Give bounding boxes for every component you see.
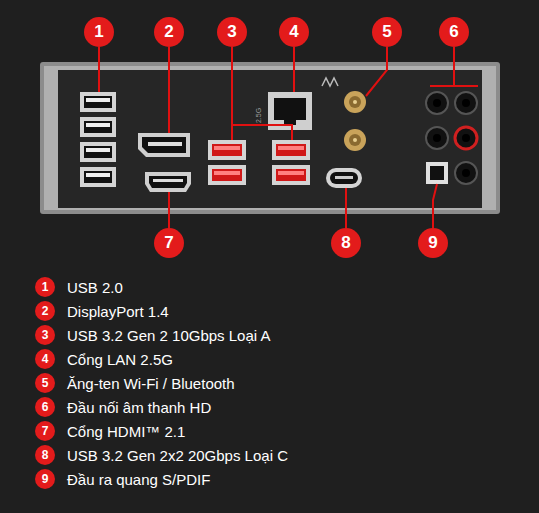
- spdif-port: [426, 162, 448, 184]
- callout-circle-fill: [439, 17, 469, 47]
- callout-number-text: 6: [439, 17, 469, 47]
- callout-circle-fill: [35, 325, 55, 345]
- callout-number-text: 2: [154, 17, 184, 47]
- usb-c-port: [326, 168, 362, 188]
- callout-number: 3: [217, 17, 247, 47]
- callout-number-text: 3: [217, 17, 247, 47]
- audio-jacks: [426, 92, 477, 184]
- usb2-ports: [80, 92, 116, 187]
- callout-circle-fill: [35, 469, 55, 489]
- port-description: USB 3.2 Gen 2 10Gbps Loại A: [67, 327, 270, 344]
- port-description: Ăng-ten Wi-Fi / Bluetooth: [67, 375, 235, 392]
- legend-item: 1USB 2.0: [35, 277, 55, 297]
- callout-number-text: 9: [418, 228, 448, 258]
- leader-lines: [99, 47, 478, 228]
- legend-item: 7Cổng HDMI™ 2.1: [35, 421, 55, 441]
- antenna-connectors: [344, 91, 366, 151]
- port-description: Cổng HDMI™ 2.1: [67, 423, 185, 440]
- callout-number-text: 5: [35, 373, 55, 393]
- callout-circle-fill: [35, 397, 55, 417]
- callout-number: 8: [331, 228, 361, 258]
- callout-circle-fill: [35, 373, 55, 393]
- port-description: USB 2.0: [67, 279, 123, 296]
- callout-circle-fill: [35, 277, 55, 297]
- callout-circle-fill: [154, 17, 184, 47]
- callout-number-text: 2: [35, 301, 55, 321]
- legend-item: 3USB 3.2 Gen 2 10Gbps Loại A: [35, 325, 55, 345]
- callout-circle-fill: [279, 17, 309, 47]
- callout-circle-fill: [418, 228, 448, 258]
- callout-circle-fill: [35, 301, 55, 321]
- callout-number: 9: [418, 228, 448, 258]
- legend-item: 2DisplayPort 1.4: [35, 301, 55, 321]
- legend-item: 9Đầu ra quang S/PDIF: [35, 469, 55, 489]
- port-description: Đầu nối âm thanh HD: [67, 399, 211, 416]
- callout-number-text: 7: [154, 228, 184, 258]
- callout-number-text: 4: [35, 349, 55, 369]
- callout-number: 2: [154, 17, 184, 47]
- callout-number-text: 8: [35, 445, 55, 465]
- mag-logo: [322, 78, 338, 86]
- callout-number-text: 7: [35, 421, 55, 441]
- legend-item: 8USB 3.2 Gen 2x2 20Gbps Loại C: [35, 445, 55, 465]
- port-description: Cổng LAN 2.5G: [67, 351, 173, 368]
- callout-number-text: 8: [331, 228, 361, 258]
- callout-number-text: 9: [35, 469, 55, 489]
- callout-circle-fill: [372, 17, 402, 47]
- callout-number-text: 4: [279, 17, 309, 47]
- callout-number: 6: [439, 17, 469, 47]
- io-shield: [40, 62, 500, 214]
- callout-number: 5: [372, 17, 402, 47]
- callout-number-text: 1: [84, 17, 114, 47]
- io-shield-edge: [44, 66, 496, 210]
- port-description: Đầu ra quang S/PDIF: [67, 471, 210, 488]
- callout-circle-fill: [35, 421, 55, 441]
- callout-circle-fill: [154, 228, 184, 258]
- callout-circle-fill: [217, 17, 247, 47]
- legend-item: 4Cổng LAN 2.5G: [35, 349, 55, 369]
- io-plate: [58, 70, 482, 208]
- legend-item: 6Đầu nối âm thanh HD: [35, 397, 55, 417]
- legend-item: 5Ăng-ten Wi-Fi / Bluetooth: [35, 373, 55, 393]
- callout-number: 7: [154, 228, 184, 258]
- displayport-port: [138, 133, 190, 157]
- callout-number-text: 6: [35, 397, 55, 417]
- callout-circle-fill: [35, 445, 55, 465]
- callout-circle-fill: [35, 349, 55, 369]
- callout-number-text: 3: [35, 325, 55, 345]
- usb-3-2-ports: [208, 140, 310, 185]
- callout-number: 1: [84, 17, 114, 47]
- callout-number: 4: [279, 17, 309, 47]
- port-description: USB 3.2 Gen 2x2 20Gbps Loại C: [67, 447, 288, 464]
- callout-number-text: 1: [35, 277, 55, 297]
- callout-number-text: 5: [372, 17, 402, 47]
- callout-circle-fill: [84, 17, 114, 47]
- hdmi-port: [145, 172, 191, 192]
- callout-circle-fill: [331, 228, 361, 258]
- port-marking: 2.5G: [255, 108, 262, 123]
- port-description: DisplayPort 1.4: [67, 303, 169, 320]
